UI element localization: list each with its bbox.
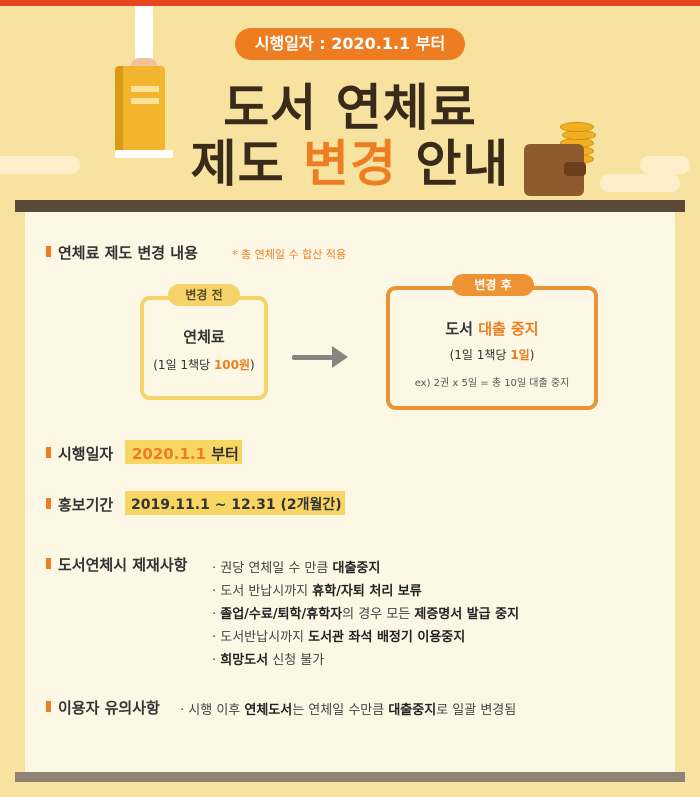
- date-value: 2020.1.1 부터: [132, 445, 239, 463]
- promo-highlight: [125, 491, 345, 515]
- rule-item: · 도서 반납시까지 휴학/자퇴 처리 보류: [212, 584, 422, 599]
- section-title-change: 연체료 제도 변경 내용: [58, 244, 198, 262]
- tag-before: 변경 전: [168, 284, 240, 306]
- before-box: [140, 296, 268, 400]
- date-highlight: [125, 440, 242, 464]
- after-box: [386, 286, 598, 410]
- wallet-icon: [524, 144, 586, 196]
- section-title-rules: 도서연체시 제재사항: [58, 556, 188, 574]
- title-accent: 변경: [303, 135, 397, 193]
- section-title-promo: 홍보기간: [58, 496, 114, 514]
- page-title-line1: 도서 연체료: [223, 79, 477, 137]
- promo-value: 2019.11.1 ~ 12.31 (2개월간): [131, 497, 342, 513]
- notice-text: · 시행 이후 연체도서는 연체일 수만큼 대출중지로 일괄 변경됨: [180, 703, 517, 718]
- coin-icon: [560, 122, 594, 132]
- after-heading: 도서 대출 중지: [445, 320, 539, 338]
- cloud-decoration: [640, 156, 690, 174]
- book-icon: [115, 66, 173, 158]
- header-banner: 시행일자 : 2020.1.1 부터 도서 연체료 제도 변경 안내: [0, 6, 700, 200]
- after-example: ex) 2권 x 5일 = 총 10일 대출 중지: [414, 378, 570, 389]
- date-pill: 시행일자 : 2020.1.1 부터: [235, 28, 465, 60]
- bullet-icon: [46, 246, 51, 257]
- bullet-icon: [46, 498, 51, 509]
- tag-after: 변경 후: [452, 274, 534, 296]
- section-title-date: 시행일자: [58, 445, 114, 463]
- rule-item: · 권당 연체일 수 만큼 대출중지: [212, 561, 381, 576]
- top-accent-bar: [0, 0, 700, 6]
- rule-item: · 도서반납시까지 도서관 좌석 배정기 이용중지: [212, 630, 466, 645]
- bullet-icon: [46, 447, 51, 458]
- note-text: * 총 연체일 수 합산 적용: [232, 248, 347, 261]
- bullet-icon: [46, 701, 51, 712]
- rule-item: · 졸업/수료/퇴학/휴학자의 경우 모든 제증명서 발급 중지: [212, 607, 520, 622]
- page-title-line2: 제도 변경 안내: [190, 135, 510, 193]
- rule-item: · 희망도서 신청 불가: [212, 653, 325, 668]
- bullet-icon: [46, 558, 51, 569]
- before-heading: 연체료: [183, 328, 225, 346]
- cloud-decoration: [600, 174, 680, 192]
- arrow-right-icon: [292, 355, 340, 360]
- shelf-bottom: [15, 772, 685, 782]
- before-detail: (1일 1책당 100원): [153, 358, 255, 372]
- cloud-decoration: [0, 156, 80, 174]
- arrow-head-icon: [332, 346, 348, 368]
- after-detail: (1일 1책당 1일): [449, 348, 535, 362]
- shelf-top: [15, 200, 685, 212]
- section-title-notice: 이용자 유의사항: [58, 699, 160, 717]
- arm-illustration: [135, 6, 153, 70]
